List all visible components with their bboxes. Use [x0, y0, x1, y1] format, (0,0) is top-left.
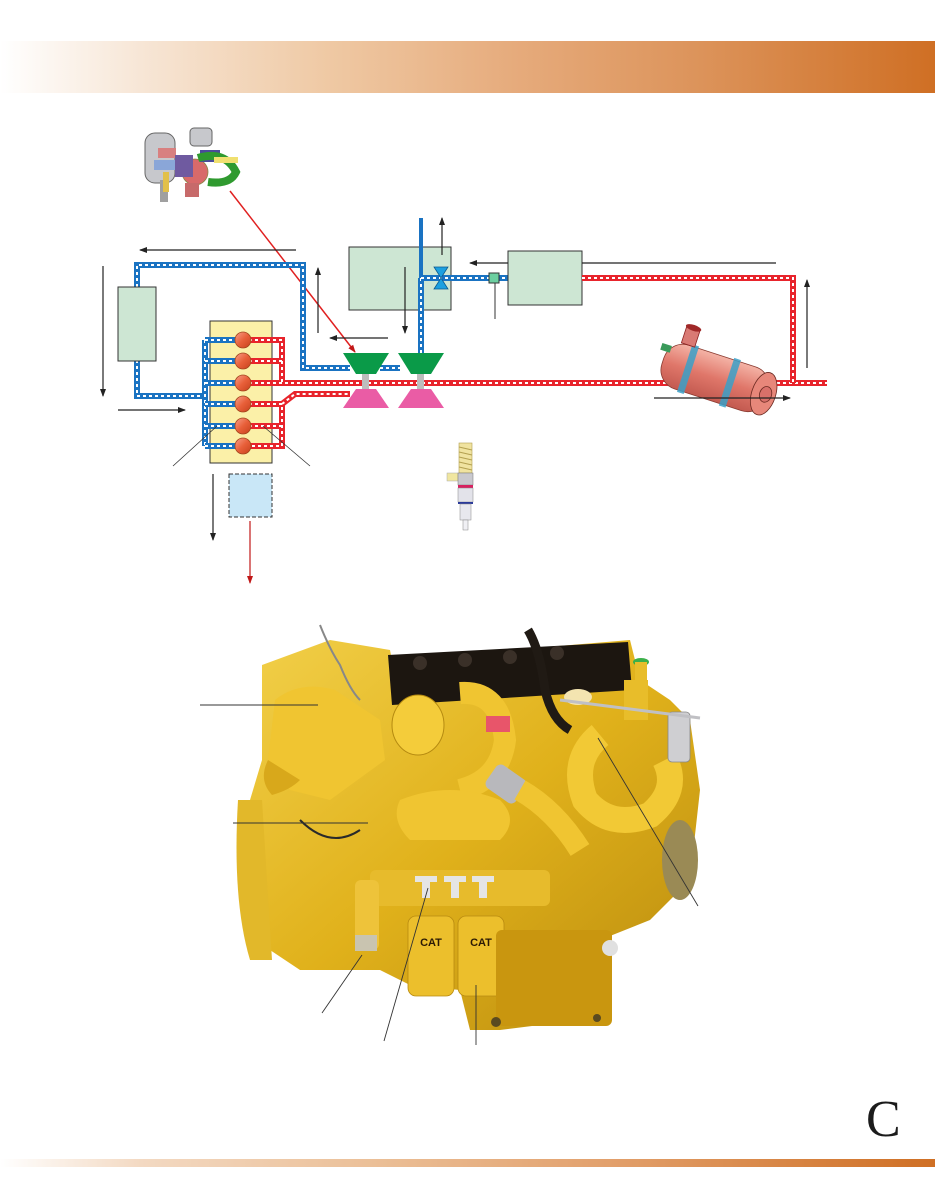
- cylinder: [234, 395, 252, 413]
- callout-turbo-outlet: [597, 737, 699, 907]
- low-pressure-turbo: [343, 353, 389, 408]
- turbo-pointer-line: [229, 190, 356, 353]
- turbocharger-illustration: [144, 127, 241, 202]
- callout-coolant-pipe: [321, 954, 363, 1014]
- sensor-icon: [488, 272, 500, 284]
- section-letter: C: [866, 1091, 901, 1148]
- egr-valve: [433, 266, 449, 290]
- low-pressure-turbine: [343, 389, 389, 408]
- high-pressure-compressor: [398, 353, 444, 374]
- cat-logo: CAT: [470, 937, 492, 949]
- injector-icon: [446, 442, 474, 531]
- aftertreatment-canister: [660, 324, 778, 416]
- high-pressure-turbine: [398, 389, 444, 408]
- cylinder: [234, 374, 252, 392]
- ecm-dashed-box: [228, 473, 273, 518]
- low-pressure-compressor: [343, 353, 389, 374]
- high-pressure-turbo: [398, 353, 444, 408]
- oil-filter: CAT: [457, 915, 505, 997]
- fuel-filter: CAT: [407, 915, 455, 997]
- egr-cooler-box: [507, 250, 583, 306]
- intake-air-paths: [134, 218, 508, 449]
- exhaust-manifold-callout: [262, 425, 311, 467]
- intake-manifold-callout: [172, 425, 218, 467]
- cylinder: [234, 352, 252, 370]
- cylinder: [234, 417, 252, 435]
- photo-callouts: [200, 704, 699, 1045]
- footer-gradient-band: [0, 1159, 935, 1167]
- engine-photo: CAT CAT: [236, 624, 701, 1030]
- cylinder: [234, 437, 252, 455]
- fuel-injector: [446, 442, 474, 531]
- sensor-box: [488, 272, 500, 319]
- header-gradient-band: [0, 41, 935, 93]
- cat-logo: CAT: [420, 937, 442, 949]
- air-cleaner-box: [117, 286, 157, 362]
- valve-icon: [433, 266, 449, 290]
- turbocharger-icon: [144, 127, 241, 202]
- cylinder: [234, 331, 252, 349]
- cylinders: [234, 331, 252, 455]
- flow-arrows: [100, 217, 810, 541]
- dpf-canister-icon: [660, 324, 778, 416]
- callout-fuel-manifold: [383, 887, 429, 1042]
